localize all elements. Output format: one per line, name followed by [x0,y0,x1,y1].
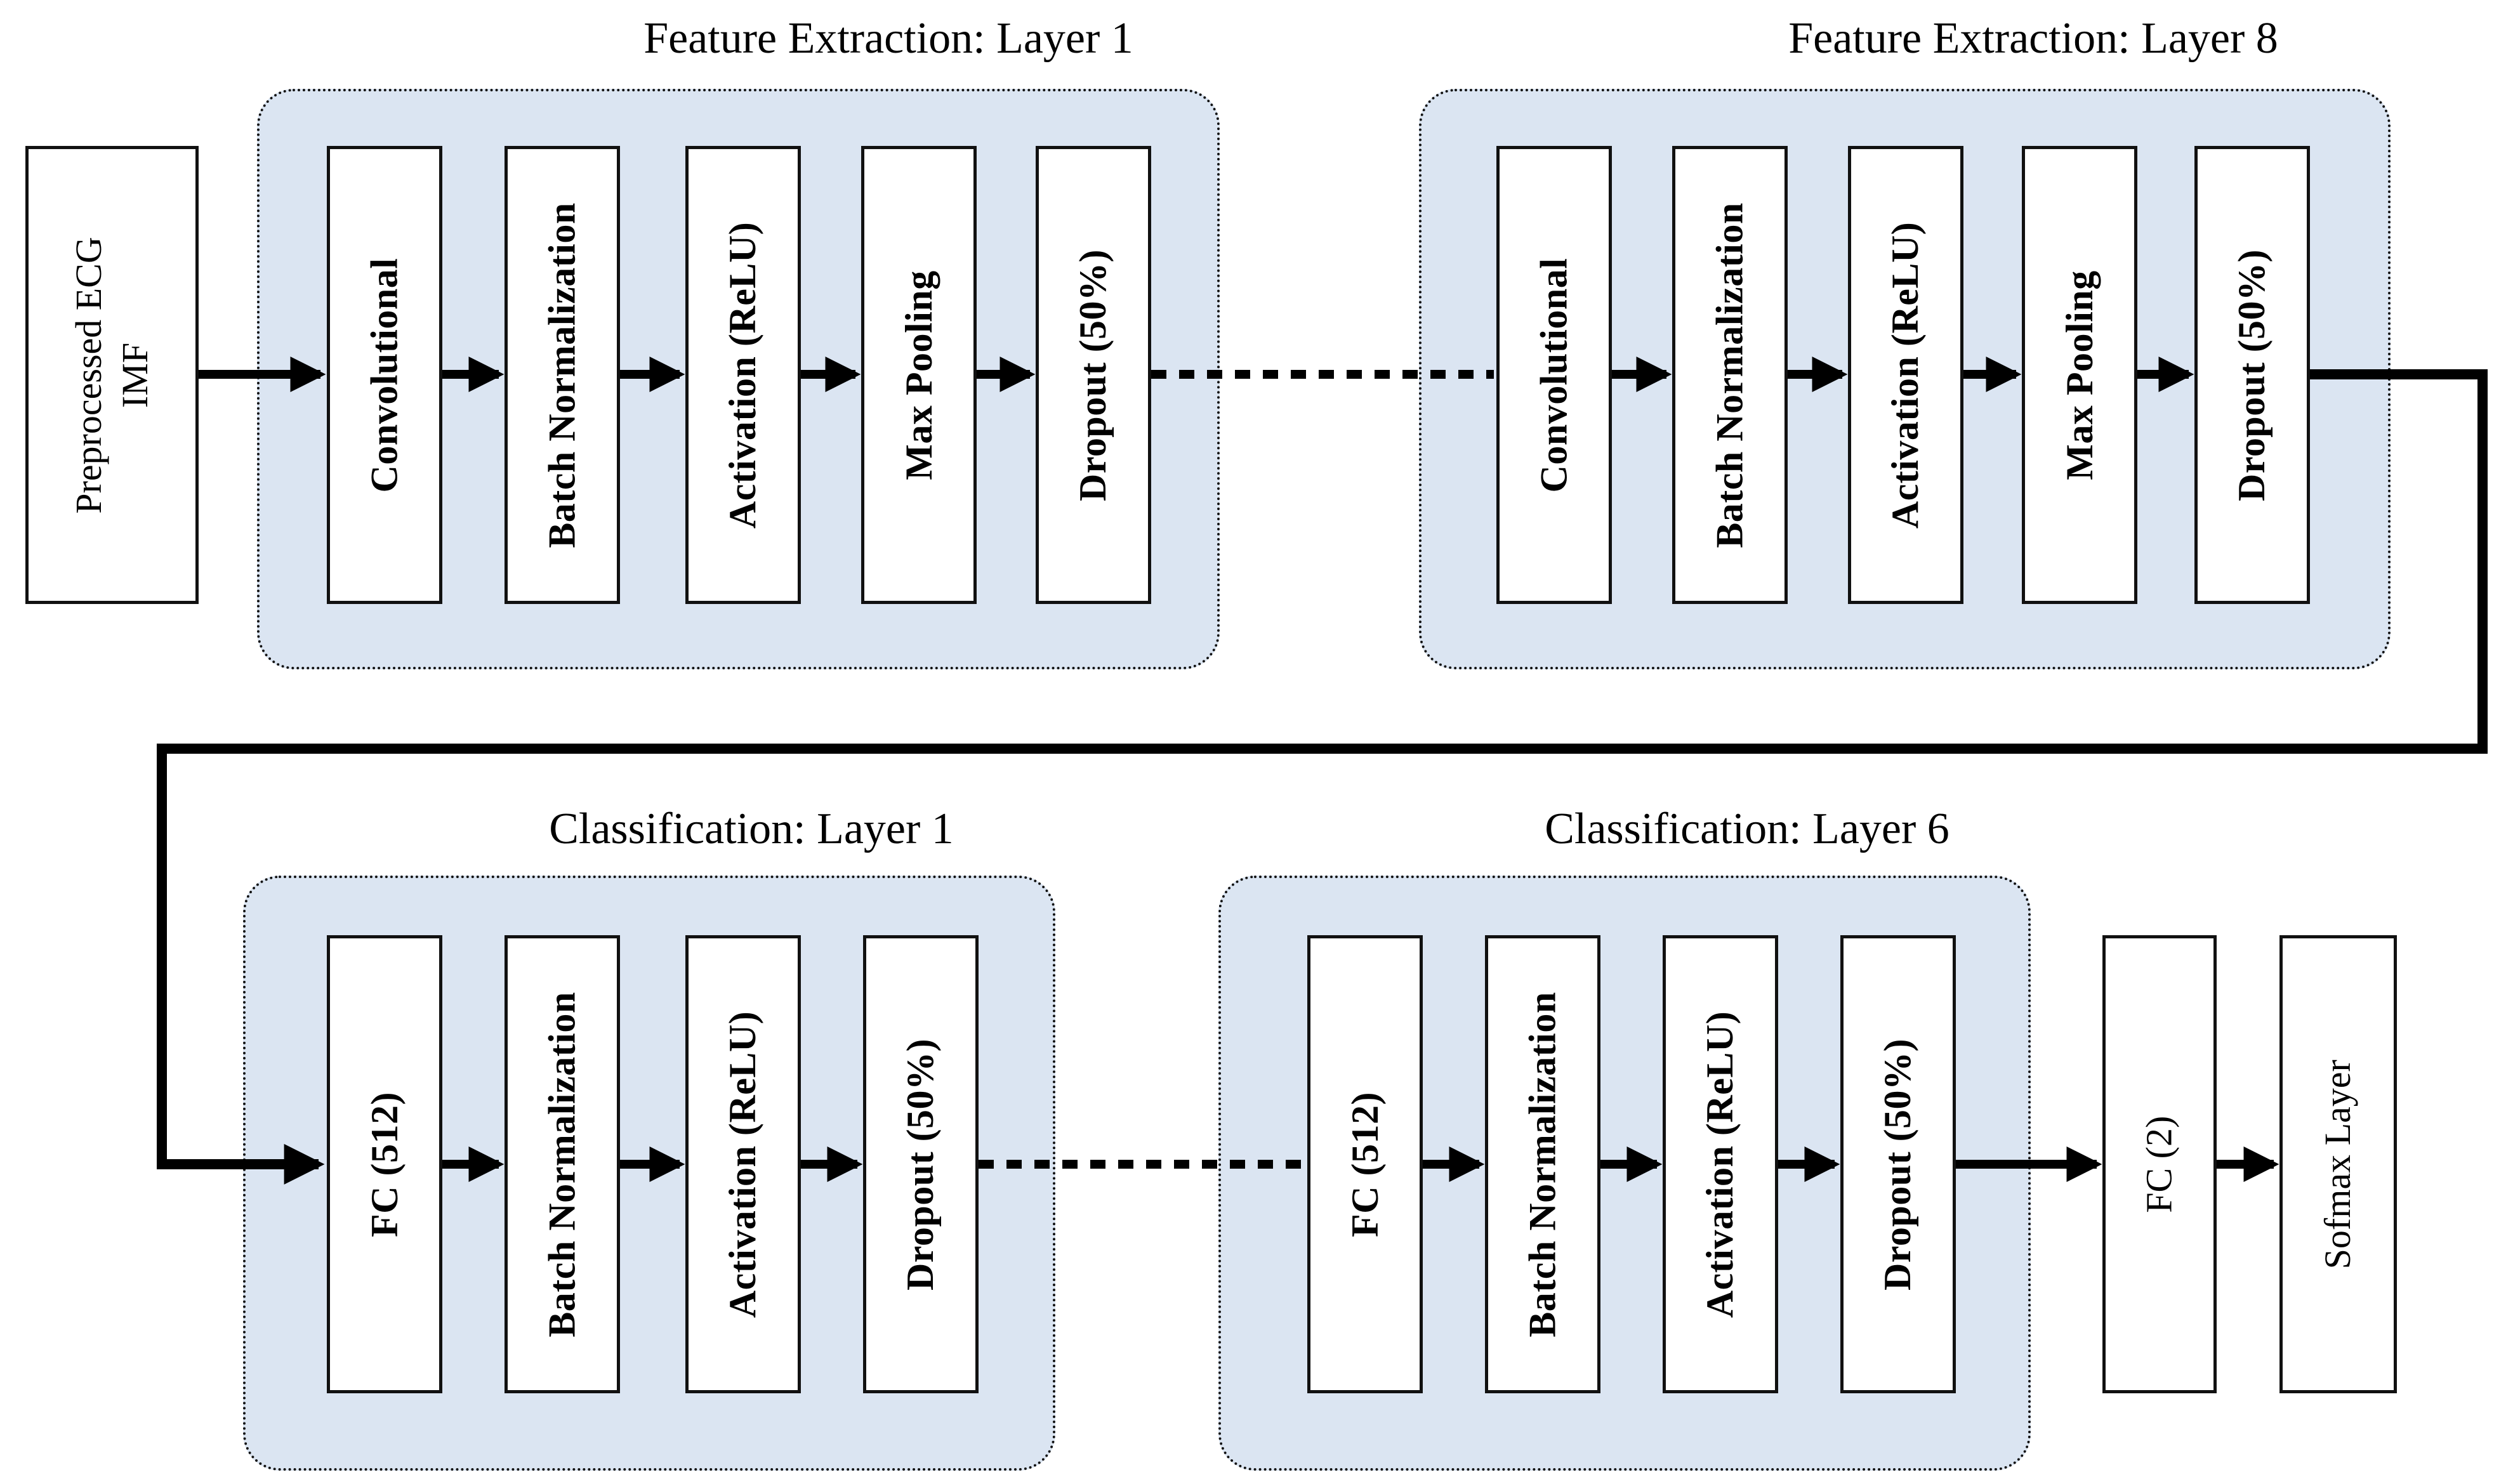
block-fe8-activation-relu: Activation (ReLU) [1848,146,1963,604]
block-cl6-activation-relu: Activation (ReLU) [1663,935,1778,1393]
block-fe8-batch-normalization-label: Batch Normalization [1708,202,1751,548]
block-fe1-convolutional-label: Convolutional [363,258,406,492]
title-feature-extraction-layer-1: Feature Extraction: Layer 1 [643,14,1133,63]
block-fe1-convolutional: Convolutional [327,146,442,604]
block-cl1-dropout-label: Dropout (50%) [899,1038,942,1290]
block-cl6-activation-relu-label: Activation (ReLU) [1699,1011,1741,1318]
block-cl1-activation-relu: Activation (ReLU) [685,935,801,1393]
block-cl1-dropout: Dropout (50%) [863,935,979,1393]
input-box-label-line1: Preprocessed ECG [68,236,110,514]
block-cl6-fc-512-label: FC (512) [1343,1091,1386,1237]
input-box-label-line2: IMF [114,342,155,408]
block-fe1-dropout-label: Dropout (50%) [1072,249,1114,501]
block-cl6-dropout: Dropout (50%) [1840,935,1956,1393]
input-box-label: Preprocessed ECG IMF [66,237,158,514]
block-cl6-batch-normalization: Batch Normalization [1485,935,1600,1393]
block-fe8-batch-normalization: Batch Normalization [1672,146,1788,604]
output-box-softmax-layer: Sofmax Layer [2279,935,2397,1393]
output-box-softmax-layer-label: Sofmax Layer [2317,1059,2359,1270]
block-fe1-activation-relu: Activation (ReLU) [685,146,801,604]
block-cl1-fc-512-label: FC (512) [363,1091,406,1237]
block-fe1-dropout: Dropout (50%) [1036,146,1151,604]
block-fe1-max-pooling-label: Max Pooling [897,270,940,480]
block-cl1-batch-normalization-label: Batch Normalization [541,991,583,1337]
input-box-preprocessed-ecg-imf: Preprocessed ECG IMF [25,146,199,604]
block-cl1-fc-512: FC (512) [327,935,442,1393]
block-fe1-batch-normalization: Batch Normalization [505,146,620,604]
block-fe8-max-pooling: Max Pooling [2022,146,2137,604]
block-cl1-activation-relu-label: Activation (ReLU) [722,1011,764,1318]
output-box-fc-2: FC (2) [2102,935,2217,1393]
block-fe8-activation-relu-label: Activation (ReLU) [1884,221,1927,529]
block-fe1-activation-relu-label: Activation (ReLU) [722,221,764,529]
output-box-fc-2-label: FC (2) [2138,1115,2180,1213]
block-fe1-max-pooling: Max Pooling [861,146,977,604]
block-fe1-batch-normalization-label: Batch Normalization [541,202,583,548]
block-fe8-max-pooling-label: Max Pooling [2058,270,2101,480]
block-cl1-batch-normalization: Batch Normalization [505,935,620,1393]
block-cl6-batch-normalization-label: Batch Normalization [1521,991,1564,1337]
block-cl6-dropout-label: Dropout (50%) [1877,1038,1919,1290]
title-feature-extraction-layer-8: Feature Extraction: Layer 8 [1788,14,2278,63]
block-fe8-convolutional-label: Convolutional [1533,258,1575,492]
block-fe8-dropout: Dropout (50%) [2194,146,2310,604]
title-classification-layer-1: Classification: Layer 1 [549,804,954,853]
title-classification-layer-6: Classification: Layer 6 [1545,804,1949,853]
block-fe8-convolutional: Convolutional [1496,146,1612,604]
block-cl6-fc-512: FC (512) [1307,935,1423,1393]
block-fe8-dropout-label: Dropout (50%) [2231,249,2273,501]
